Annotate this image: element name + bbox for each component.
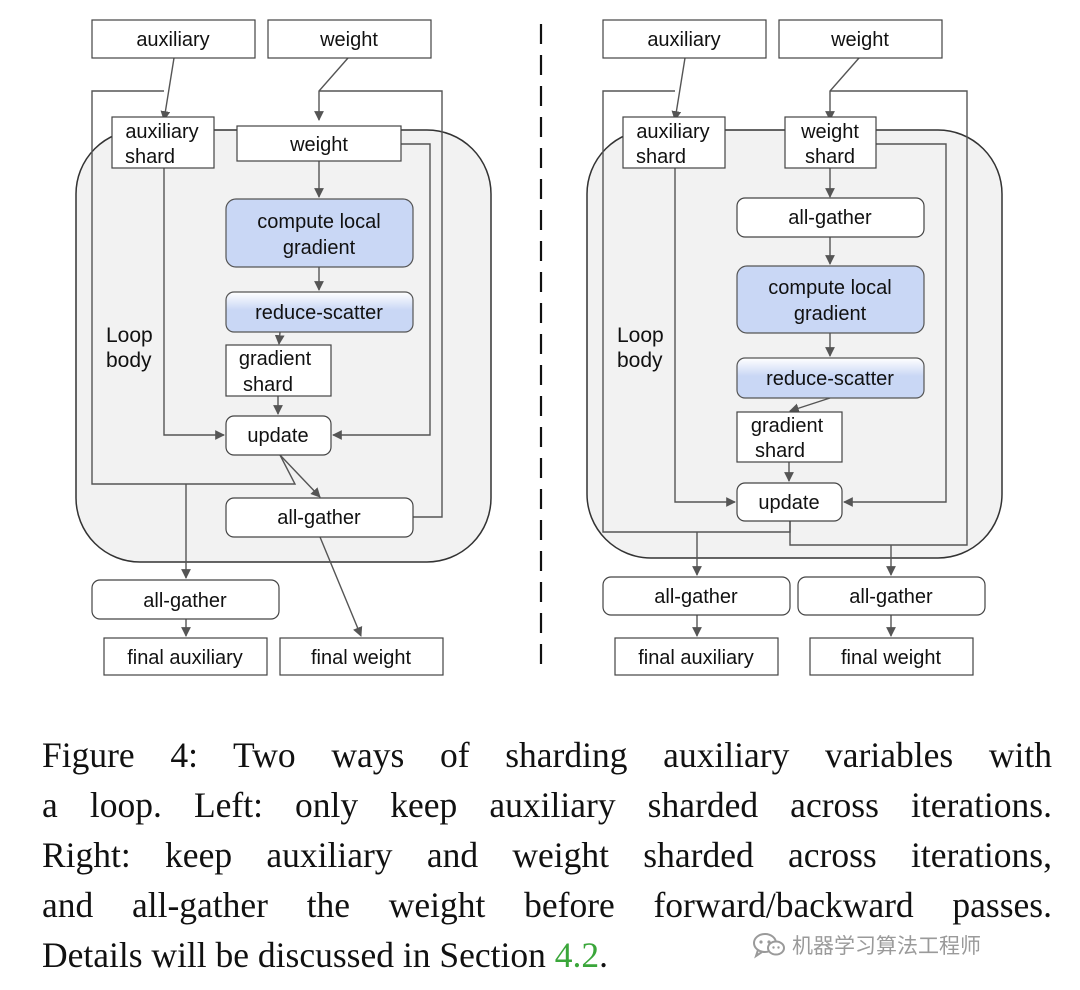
right-allgather-weight-label: all-gather [849, 586, 933, 608]
left-top-weight-label: weight [319, 29, 378, 51]
right-loop-weight-feedback [789, 90, 968, 546]
left-arrow-aux-shard-to-update [163, 168, 225, 440]
left-reduce-scatter-label: reduce-scatter [255, 302, 383, 324]
left-top-auxiliary-label: auxiliary [136, 29, 209, 51]
left-allgather-inner-box [225, 497, 414, 538]
left-compute-label-1: compute local [257, 211, 380, 233]
left-arrow-update-to-allgather [279, 454, 321, 498]
left-top-auxiliary-box [91, 19, 256, 59]
left-allgather-inner-label: all-gather [277, 507, 361, 529]
left-arrow-aux-to-shard [160, 57, 175, 121]
right-aux-shard-box [622, 116, 726, 169]
caption-line-5-prefix: Details will be discussed in Section [42, 935, 555, 975]
right-arrow-weight-shard-to-update [843, 143, 947, 507]
left-aux-shard-label-2: shard [125, 146, 175, 168]
left-gradient-shard-label-1: gradient [239, 348, 312, 370]
left-compute-label-2: gradient [283, 237, 356, 259]
right-reduce-scatter-box [736, 357, 925, 399]
right-top-auxiliary-box [602, 19, 767, 59]
left-gradient-shard-box [225, 344, 332, 397]
right-final-auxiliary-label: final auxiliary [638, 647, 754, 669]
right-compute-label-1: compute local [768, 277, 891, 299]
right-arrow-weight-to-shard [825, 57, 860, 121]
right-allgather-aux-label: all-gather [654, 586, 738, 608]
right-weight-shard-label-2: shard [805, 146, 855, 168]
right-weight-shard-label-1: weight [800, 121, 859, 143]
right-diagram: auxiliary weight auxiliary shard weight … [586, 19, 1003, 676]
right-final-auxiliary-box [614, 637, 779, 676]
left-loop-weight-feedback [319, 90, 443, 518]
right-final-weight-label: final weight [841, 647, 942, 669]
caption-line-5-suffix: . [599, 935, 608, 975]
right-loop-body-label-1: Loop [617, 324, 664, 347]
right-reduce-scatter-label: reduce-scatter [766, 368, 894, 390]
left-final-weight-box [279, 637, 444, 676]
left-diagram: auxiliary weight auxiliary shard weight … [75, 19, 492, 676]
left-update-label: update [247, 425, 308, 447]
right-loop-body-label-2: body [617, 349, 663, 372]
right-allgather-inner-box [736, 197, 925, 238]
caption-line-4: and all-gather the weight before forward… [42, 885, 1052, 925]
left-final-auxiliary-box [103, 637, 268, 676]
left-weight-box [236, 125, 402, 162]
watermark: 机器学习算法工程师 [752, 928, 981, 962]
right-update-box [736, 482, 843, 522]
right-compute-label-2: gradient [794, 303, 867, 325]
left-update-box [225, 415, 332, 456]
right-arrow-aux-shard-to-update [674, 168, 736, 507]
right-gradient-shard-box [736, 411, 843, 463]
left-arrow-weight-to-weight [314, 57, 349, 121]
right-weight-shard-box [784, 116, 877, 169]
figure-caption: Figure 4: Two ways of sharding auxiliary… [42, 730, 1052, 980]
left-allgather-outer-box [91, 579, 280, 620]
right-update-label: update [758, 492, 819, 514]
left-loop-body-label-2: body [106, 349, 152, 372]
left-compute-box [225, 198, 414, 268]
right-loop-aux-feedback [602, 90, 697, 533]
wechat-icon [753, 933, 785, 959]
left-final-auxiliary-label: final auxiliary [127, 647, 243, 669]
sharding-diagram: auxiliary weight auxiliary shard weight … [75, 19, 1003, 676]
right-arrow-aux-to-shard [671, 57, 686, 121]
left-loop-body-label-1: Loop [106, 324, 153, 347]
left-weight-label: weight [289, 134, 348, 156]
left-top-weight-box [267, 19, 432, 59]
left-aux-shard-label-1: auxiliary [125, 121, 198, 143]
right-top-auxiliary-label: auxiliary [647, 29, 720, 51]
caption-line-1: Figure 4: Two ways of sharding auxiliary… [42, 735, 1052, 775]
left-allgather-outer-label: all-gather [143, 590, 227, 612]
left-arrow-weight-to-update [332, 143, 431, 440]
section-reference-link[interactable]: 4.2 [554, 935, 600, 975]
left-reduce-scatter-box [225, 291, 414, 333]
right-top-weight-box [778, 19, 943, 59]
right-allgather-inner-label: all-gather [788, 207, 872, 229]
right-arrow-rs-to-grad [789, 397, 831, 413]
right-gradient-shard-label-2: shard [755, 440, 805, 462]
right-compute-box [736, 265, 925, 334]
left-final-weight-label: final weight [311, 647, 412, 669]
right-final-weight-box [809, 637, 974, 676]
left-line-update-to-aux-out [186, 454, 297, 485]
right-aux-shard-label-2: shard [636, 146, 686, 168]
caption-line-5: Details will be discussed in Section 4.2… [42, 930, 1052, 980]
right-gradient-shard-label-1: gradient [751, 415, 824, 437]
right-top-weight-label: weight [830, 29, 889, 51]
right-line-update-to-outputs [697, 521, 791, 533]
left-gradient-shard-label-2: shard [243, 374, 293, 396]
right-allgather-aux-box [602, 576, 791, 616]
left-arrow-rs-to-grad [274, 331, 285, 345]
right-aux-shard-label-1: auxiliary [636, 121, 709, 143]
caption-line-2: a loop. Left: only keep auxiliary sharde… [42, 785, 1052, 825]
left-loop-aux-feedback [91, 90, 186, 485]
left-aux-shard-box [111, 116, 215, 169]
watermark-text: 机器学习算法工程师 [792, 934, 981, 958]
right-allgather-weight-box [797, 576, 986, 616]
left-arrow-allgather-to-final-weight [319, 536, 363, 637]
caption-line-3: Right: keep auxiliary and weight sharded… [42, 835, 1052, 875]
